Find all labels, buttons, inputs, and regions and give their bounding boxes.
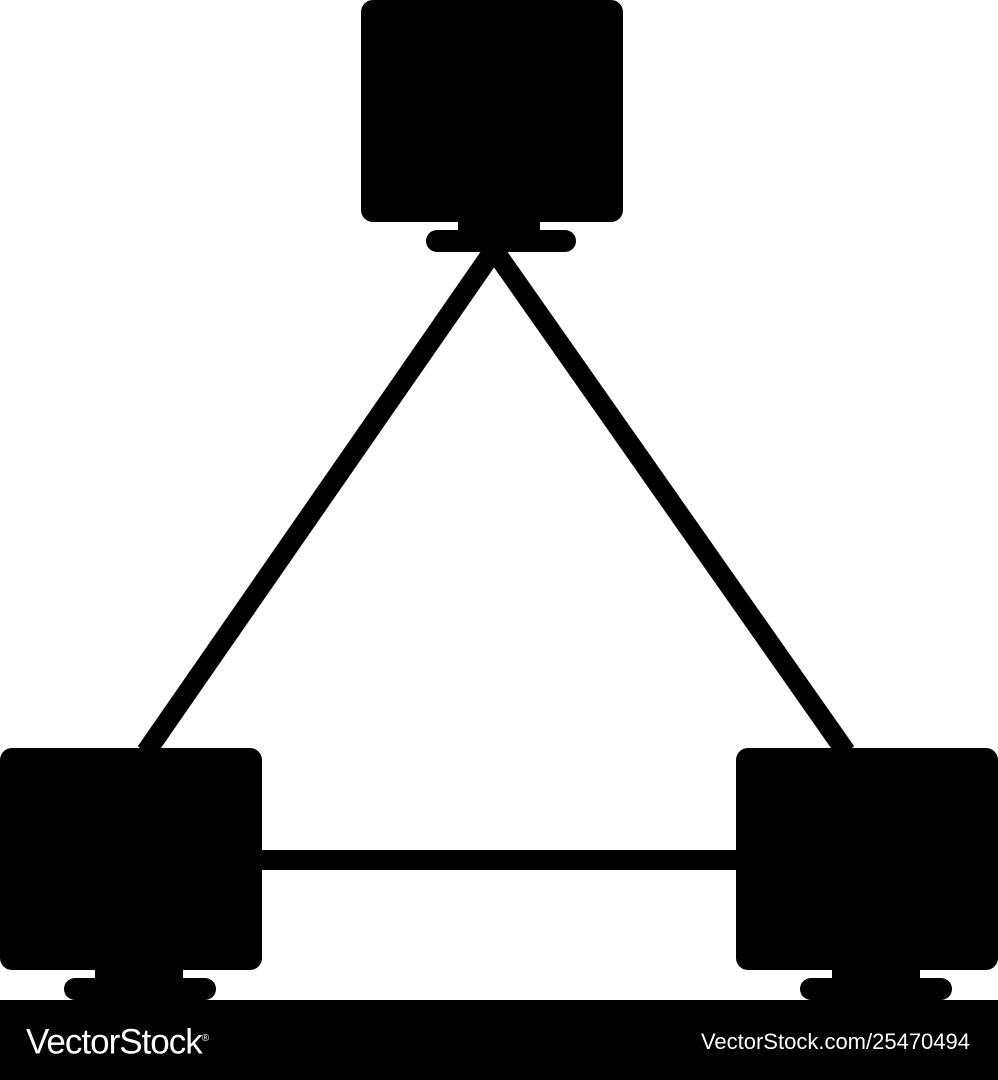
connection-top-left [137, 244, 503, 758]
network-triangle-diagram [0, 0, 998, 1000]
watermark-image-id: VectorStock.com/25470494 [700, 1029, 970, 1054]
watermark-brand-name: VectorStock [26, 1022, 203, 1062]
monitor-icon [0, 748, 262, 1000]
monitor-icon [736, 748, 998, 1000]
watermark-brand: VectorStock® [26, 1018, 209, 1064]
watermark-bar: VectorStock® VectorStock.com/25470494 [0, 1000, 998, 1080]
monitor-icon [361, 0, 623, 252]
watermark-brand-mark: ® [201, 1033, 209, 1044]
connection-top-right [485, 244, 855, 758]
